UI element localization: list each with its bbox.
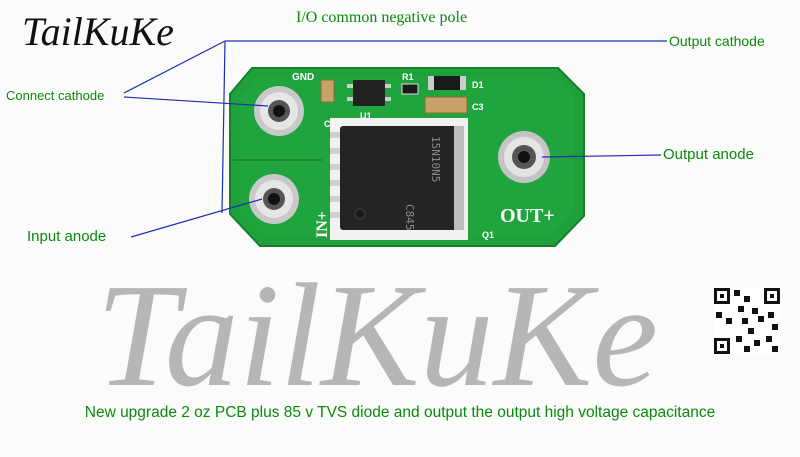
silk-gnd: GND [292, 72, 314, 83]
silk-in-plus: IN+ [314, 211, 331, 238]
caption: New upgrade 2 oz PCB plus 85 v TVS diode… [84, 404, 716, 421]
silk-out-plus: OUT+ [500, 205, 555, 227]
callout-line-connect-cathode [123, 96, 269, 107]
callout-line-common-1 [123, 40, 226, 94]
terminal-output [498, 131, 550, 183]
ic-u1 [353, 80, 385, 106]
capacitor-c1 [320, 79, 335, 103]
capacitor-c3 [424, 96, 468, 114]
callout-line-common-2 [221, 40, 226, 214]
silk-r1: R1 [402, 72, 414, 82]
silk-u1: U1 [360, 111, 372, 121]
mosfet-q1 [340, 126, 460, 230]
chip-code: C845 [403, 204, 416, 231]
silk-q1: Q1 [482, 230, 494, 240]
terminal-ground [254, 86, 304, 136]
label-output-anode: Output anode [663, 146, 754, 163]
diode-d1 [432, 76, 462, 90]
callout-line-input-anode [130, 198, 263, 238]
label-connect-cathode: Connect cathode [6, 88, 105, 103]
silk-c3: C3 [472, 102, 484, 112]
callout-line-output-anode [541, 154, 662, 158]
watermark-text: TailKuKe [96, 254, 658, 418]
silk-d1: D1 [472, 80, 484, 90]
label-common-negative-pole: I/O common negative pole [296, 9, 468, 26]
qr-code [714, 288, 780, 354]
brand-logo: TailKuKe [22, 9, 174, 54]
silk-c1: C1 [324, 119, 336, 129]
label-output-cathode: Output cathode [669, 33, 765, 49]
label-input-anode: Input anode [27, 228, 107, 245]
resistor-r1 [401, 83, 419, 95]
terminal-input [249, 174, 299, 224]
chip-marking: 15N10N5 [429, 136, 442, 182]
